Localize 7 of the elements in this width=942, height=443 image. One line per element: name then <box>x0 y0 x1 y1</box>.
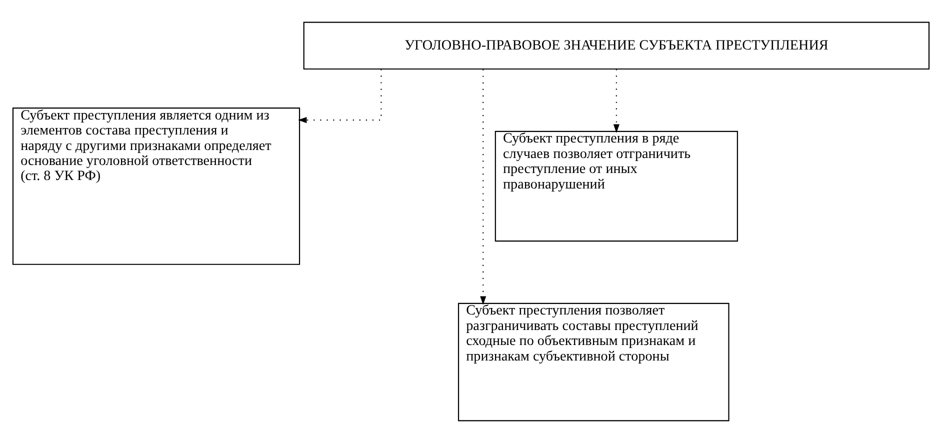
arrow <box>480 69 486 305</box>
node-box: Субъект преступления является одним из элементов состава преступления и наряду с другими признаками определяет основание уголовной ответственности (ст. 8 УК РФ) <box>12 108 300 265</box>
arrow <box>613 69 620 133</box>
node-box: Субъект преступления в ряде случаев позволяет отграничить преступление от иных правонарушений <box>494 130 738 242</box>
arrow <box>298 69 382 124</box>
node-box: УГОЛОВНО-ПРАВОВОЕ ЗНАЧЕНИЕ СУБЪЕКТА ПРЕСТУПЛЕНИЯ <box>303 22 930 70</box>
node-box: Субъект преступления позволяет разграничивать составы преступлений сходные по объективным признакам и признакам субъективной стороны <box>458 302 730 422</box>
